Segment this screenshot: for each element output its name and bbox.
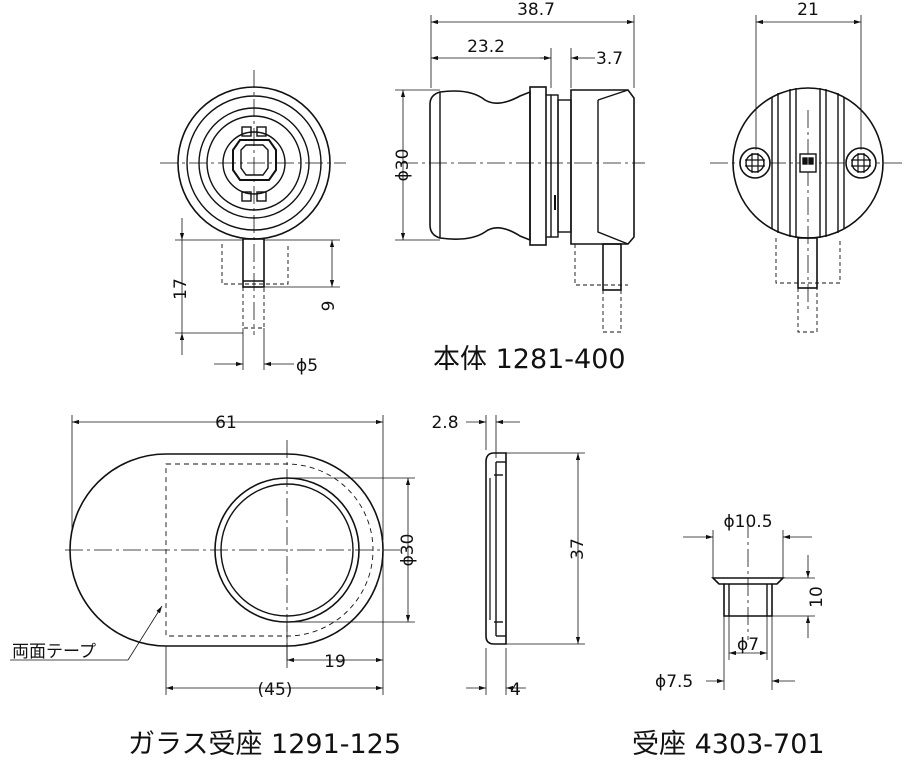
- dim-side-23-2: 23.2: [467, 37, 505, 57]
- dim-glass-61: 61: [215, 413, 237, 433]
- dim-front-phi5: ϕ5: [296, 356, 318, 376]
- dim-front-17: 17: [171, 278, 191, 300]
- dim-seat-phi7-5: ϕ7.5: [655, 672, 693, 692]
- dim-seat-phi10-5: ϕ10.5: [723, 512, 772, 532]
- dim-back-21: 21: [797, 0, 819, 20]
- double-sided-tape-label: 両面テープ: [12, 642, 96, 662]
- glass-seat-view: [10, 415, 415, 695]
- dim-side-phi30: ϕ30: [393, 149, 413, 182]
- back-view: [710, 15, 905, 333]
- dim-seat-phi7: ϕ7: [737, 635, 759, 655]
- side-view: [395, 15, 645, 333]
- dim-side-3-7: 3.7: [596, 49, 623, 69]
- caption-seat: 受座 4303-701: [632, 729, 825, 760]
- front-view: [160, 70, 346, 370]
- dim-seat-10: 10: [807, 586, 827, 608]
- dim-glass-phi30: ϕ30: [398, 534, 418, 567]
- dim-glass-45: (45): [258, 680, 293, 700]
- caption-body: 本体 1281-400: [433, 344, 626, 375]
- glass-seat-side-view: [466, 415, 585, 695]
- dim-side-38-7: 38.7: [517, 0, 555, 20]
- caption-glass-seat: ガラス受座 1291-125: [128, 729, 401, 760]
- seat-view: [683, 520, 815, 690]
- dim-glass-side-37: 37: [568, 538, 588, 560]
- dim-glass-side-2-8: 2.8: [431, 413, 458, 433]
- dim-glass-19: 19: [324, 652, 346, 672]
- dim-front-9: 9: [319, 301, 339, 312]
- dim-glass-side-4: 4: [510, 680, 521, 700]
